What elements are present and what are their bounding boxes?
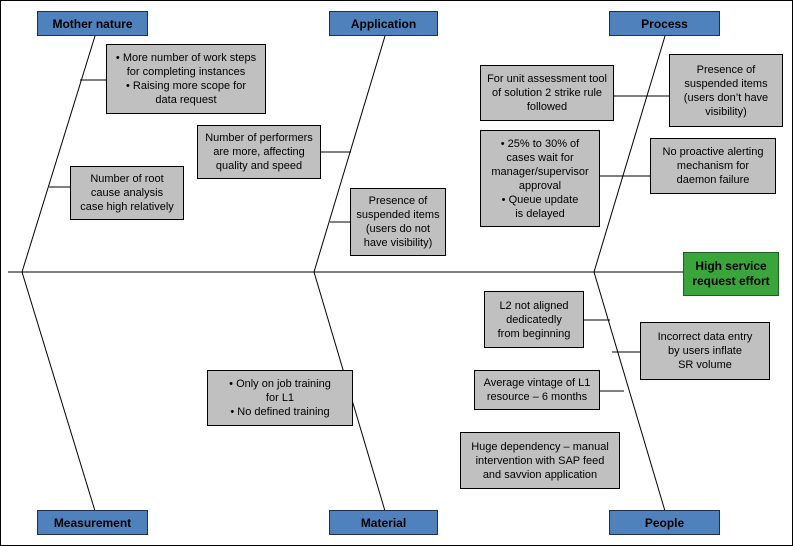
cause-line: • Only on job training — [229, 378, 331, 390]
cause-line: is delayed — [515, 207, 565, 220]
cause-application-2: Presence of suspended items (users do no… — [350, 188, 446, 256]
cause-line: Presence of — [368, 195, 428, 207]
cause-line: Huge dependency – manual — [471, 440, 609, 453]
cause-line: For unit assessment tool — [487, 73, 607, 85]
cause-line: Average vintage of L1 — [483, 377, 591, 389]
category-material: Material — [329, 510, 438, 535]
cause-line: • 25% to 30% of — [500, 137, 580, 150]
cause-line: quality and speed — [215, 160, 303, 172]
cause-line: for L1 — [265, 392, 295, 404]
cause-line: visibility) — [705, 105, 747, 118]
cause-line: suspended items — [356, 209, 440, 221]
cause-line: No proactive alerting — [662, 146, 764, 158]
cause-mother-nature-1: • More number of work steps for completi… — [106, 44, 266, 114]
cause-line: mechanism for — [676, 160, 750, 172]
cause-line: case high relatively — [80, 201, 174, 213]
cause-process-1: For unit assessment tool of solution 2 s… — [480, 65, 614, 121]
cause-line: manager/supervisor — [491, 165, 589, 178]
cause-process-3: • 25% to 30% of cases wait for manager/s… — [480, 130, 600, 227]
cause-line: data request — [155, 94, 217, 106]
cause-line: approval — [518, 179, 562, 192]
rib-mother-nature — [21, 35, 96, 273]
effect-line: request effort — [692, 274, 770, 288]
cause-people-2: Incorrect data entry by users inflate SR… — [640, 322, 770, 380]
cause-line: Number of root — [90, 173, 164, 185]
cause-line: • No defined training — [230, 406, 330, 418]
category-application: Application — [329, 11, 438, 36]
rib-application — [313, 35, 386, 273]
cause-line: (users don’t have — [683, 91, 769, 104]
cause-process-2: Presence of suspended items (users don’t… — [669, 54, 783, 127]
category-process: Process — [609, 11, 720, 36]
effect-line: High service — [695, 259, 767, 273]
cause-process-4: No proactive alerting mechanism for daem… — [650, 138, 776, 194]
category-people: People — [609, 510, 720, 535]
cause-line: L2 not aligned — [499, 299, 569, 312]
category-mother-nature: Mother nature — [37, 11, 148, 36]
cause-people-4: Huge dependency – manual intervention wi… — [460, 432, 620, 489]
cause-line: for completing instances — [126, 66, 246, 78]
cause-line: cases wait for — [506, 151, 574, 164]
cause-mother-nature-2: Number of root cause analysis case high … — [70, 166, 184, 220]
cause-line: daemon failure — [676, 174, 750, 186]
cause-people-1: L2 not aligned dedicatedly from beginnin… — [484, 291, 584, 348]
cause-line: • Raising more scope for — [125, 80, 246, 92]
cause-line: dedicatedly — [506, 313, 562, 326]
cause-line: (users do not — [365, 223, 431, 235]
cause-line: cause analysis — [90, 187, 164, 199]
cause-line: Number of performers — [205, 132, 313, 144]
cause-line: of solution 2 strike rule — [491, 87, 603, 99]
cause-line: followed — [526, 101, 568, 113]
cause-line: suspended items — [684, 77, 768, 90]
rib-people — [593, 271, 666, 512]
cause-line: resource – 6 months — [486, 391, 588, 403]
cause-line: intervention with SAP feed — [475, 454, 605, 467]
cause-line: from beginning — [497, 327, 571, 340]
category-measurement: Measurement — [37, 510, 148, 535]
cause-line: Incorrect data entry — [657, 331, 753, 343]
cause-line: are more, affecting — [213, 146, 305, 158]
cause-material-1: • Only on job training for L1 • No defin… — [207, 370, 353, 426]
cause-line: and savvion application — [482, 468, 598, 481]
rib-measurement — [21, 271, 96, 512]
cause-line: Presence of — [696, 63, 756, 76]
cause-line: by users inflate — [668, 345, 742, 357]
rib-process — [593, 35, 666, 273]
cause-line: have visibility) — [363, 237, 433, 249]
cause-line: • More number of work steps — [115, 52, 257, 64]
effect-box: High service request effort — [683, 252, 779, 296]
cause-people-3: Average vintage of L1 resource – 6 month… — [474, 370, 600, 410]
cause-line: SR volume — [678, 359, 732, 371]
cause-line: • Queue update — [501, 193, 579, 206]
cause-application-1: Number of performers are more, affecting… — [197, 125, 321, 179]
